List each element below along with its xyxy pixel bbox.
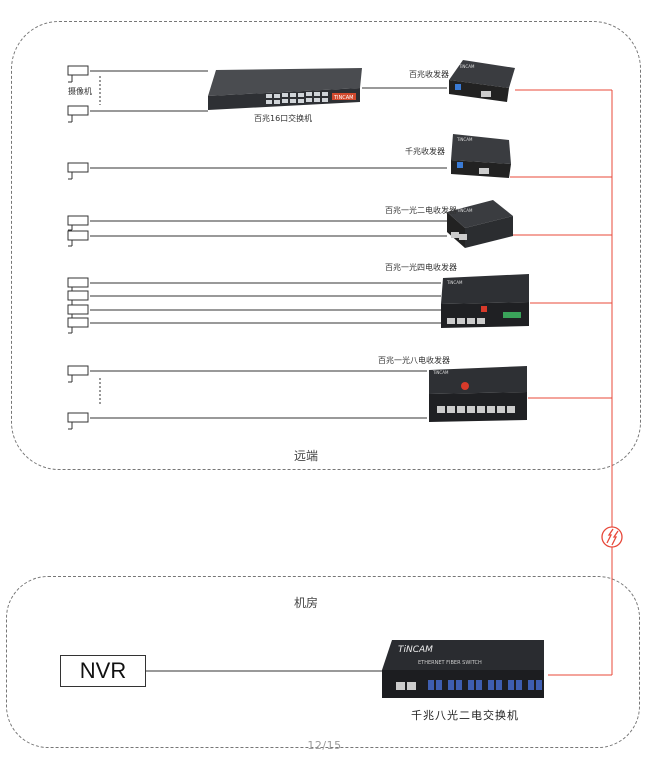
page-number: 12/15 [0, 739, 649, 752]
media-converter-1f8e: TiNCAM [425, 364, 531, 424]
svg-text:TiNCAM: TiNCAM [432, 370, 449, 375]
switch16-brand: TINCAM [333, 95, 354, 101]
remote-zone-label: 远端 [294, 447, 318, 464]
mc-1f2e-label: 百兆一光二电收发器 [385, 205, 457, 216]
core-switch-subtitle: ETHERNET FIBER SWITCH [418, 660, 482, 666]
mc-1f8e-label: 百兆一光八电收发器 [378, 355, 450, 366]
nvr-label: NVR [80, 658, 126, 684]
svg-text:TiNCAM: TiNCAM [456, 137, 473, 142]
core-switch-brand: TiNCAM [398, 645, 433, 655]
switch-16-port: TINCAM [204, 66, 364, 116]
camera-icons [68, 66, 88, 429]
svg-text:TiNCAM: TiNCAM [446, 280, 463, 285]
fiber-break-icon [602, 527, 622, 547]
room-zone-label: 机房 [294, 594, 318, 611]
core-switch-label: 千兆八光二电交换机 [411, 707, 519, 723]
media-converter-1f4e: TiNCAM [437, 272, 533, 332]
svg-text:TiNCAM: TiNCAM [458, 64, 475, 69]
camera-label: 摄像机 [68, 86, 92, 97]
nvr-box: NVR [60, 655, 146, 687]
mc-100m-label: 百兆收发器 [409, 69, 449, 80]
core-switch-8f2e: TiNCAM ETHERNET FIBER SWITCH [378, 638, 550, 704]
media-converter-100m: TiNCAM [445, 58, 517, 106]
mc-1000m-label: 千兆收发器 [405, 146, 445, 157]
media-converter-1000m: TiNCAM [445, 132, 517, 188]
svg-text:TiNCAM: TiNCAM [456, 208, 473, 213]
switch16-label: 百兆16口交换机 [254, 113, 312, 124]
mc-1f4e-label: 百兆一光四电收发器 [385, 262, 457, 273]
